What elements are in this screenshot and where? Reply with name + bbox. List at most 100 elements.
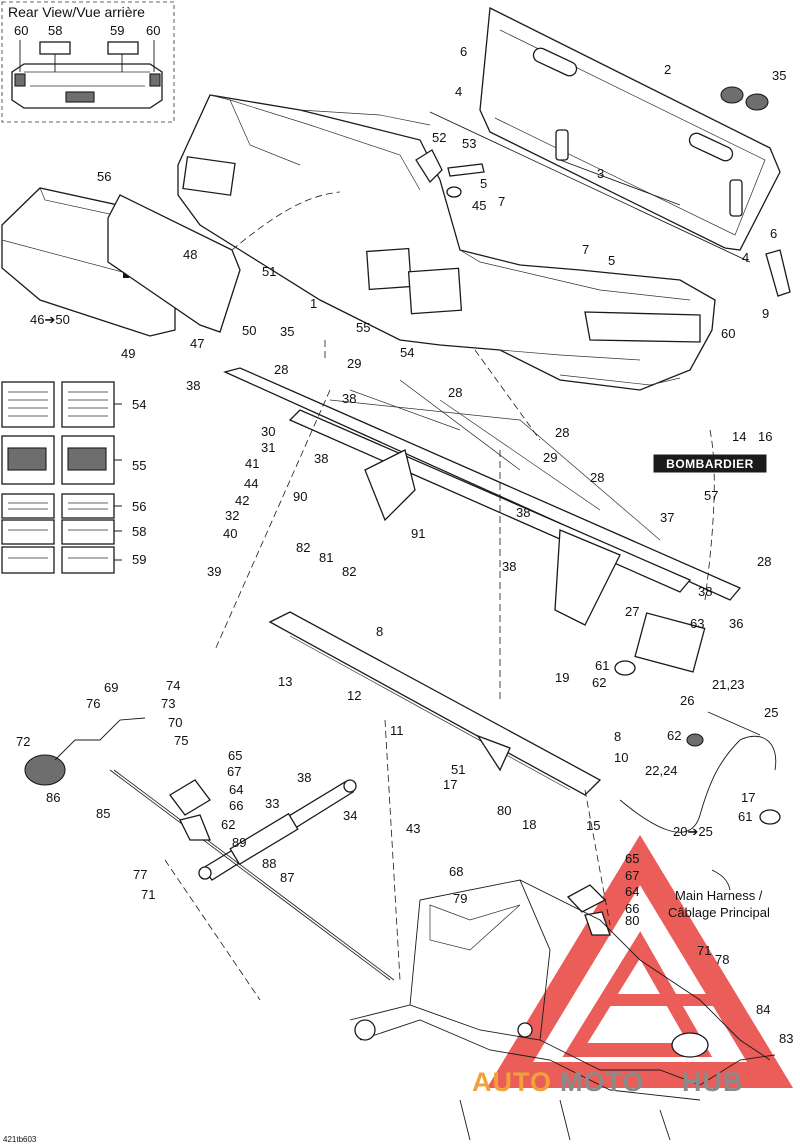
- callout-label: 10: [614, 750, 628, 765]
- callout-label: 76: [86, 696, 100, 711]
- callout-label: 26: [680, 693, 694, 708]
- mount-bracket-right: [554, 529, 621, 626]
- harness-label: Main Harness /: [675, 888, 763, 903]
- rear-view-callout: 58: [48, 23, 62, 38]
- callout-label: 28: [274, 362, 288, 377]
- callout-label: 54: [400, 345, 414, 360]
- callout-label: 28: [757, 554, 771, 569]
- callout-label: 12: [347, 688, 361, 703]
- rear-view-callout: 60: [146, 23, 160, 38]
- grip-handle-72: [24, 717, 146, 786]
- callout-label: 42: [235, 493, 249, 508]
- callout-label: 57: [704, 488, 718, 503]
- cup-holder-52: [415, 149, 443, 184]
- callout-label: 38: [186, 378, 200, 393]
- callout-label: 61: [738, 809, 752, 824]
- module-26: [634, 612, 706, 673]
- callout-label: 28: [555, 425, 569, 440]
- callout-label: 79: [453, 891, 467, 906]
- tailgate: [429, 6, 781, 263]
- decal-55-plate: [366, 247, 412, 291]
- callout-label: 61: [595, 658, 609, 673]
- plug-35: [720, 86, 744, 104]
- callout-label: 17: [443, 777, 457, 792]
- callout-label: 38: [502, 559, 516, 574]
- mount-bracket: [364, 449, 416, 522]
- callout-label: 27: [625, 604, 639, 619]
- plug-35: [745, 93, 769, 111]
- callout-label: 80: [497, 803, 511, 818]
- harness-label: Câblage Principal: [668, 905, 770, 920]
- callout-label: 28: [590, 470, 604, 485]
- callout-label: 55: [132, 458, 146, 473]
- decal-56a: [1, 493, 55, 519]
- callout-label: 71: [697, 943, 711, 958]
- callout-label: 18: [522, 817, 536, 832]
- drawing-number: 421tb603: [3, 1135, 37, 1144]
- callout-label: 38: [297, 770, 311, 785]
- harness-cable: [619, 735, 777, 833]
- callout-label: 80: [625, 913, 639, 928]
- latch-53: [447, 163, 485, 177]
- chassis-frame: [349, 879, 776, 1141]
- crossmember-11-body: [268, 611, 602, 796]
- callout-label: 45: [472, 198, 486, 213]
- callout-label: 66: [625, 901, 639, 916]
- callout-label: 52: [432, 130, 446, 145]
- callout-label: 35: [772, 68, 786, 83]
- rear-box-latch: [65, 91, 95, 103]
- cargo-box: [177, 94, 716, 391]
- callout-label: 69: [104, 680, 118, 695]
- callout-label: 20➔25: [673, 824, 713, 839]
- callout-label: 38: [698, 584, 712, 599]
- callout-label: 84: [756, 1002, 770, 1017]
- panel-47: [107, 194, 241, 333]
- callout-label: 21,23: [712, 677, 745, 692]
- harness-20-25: [614, 612, 781, 833]
- callout-label: 64: [625, 884, 639, 899]
- callout-label: 38: [342, 391, 356, 406]
- watermark-triangle-outer: [486, 834, 794, 1088]
- callout-label: 15: [586, 818, 600, 833]
- callout-label: 81: [319, 550, 333, 565]
- callout-label: 50: [242, 323, 256, 338]
- decal-56-plate: [182, 156, 236, 196]
- grommet-45: [446, 186, 462, 198]
- decal-sheet: [1, 381, 122, 574]
- callout-label: 1: [310, 296, 317, 311]
- callout-label: 36: [729, 616, 743, 631]
- tailgate-cable: [559, 159, 681, 206]
- callout-label: 89: [232, 835, 246, 850]
- rear-view-title: Rear View/Vue arrière: [8, 4, 145, 20]
- callout-label: 56: [97, 169, 111, 184]
- tailgate-hinge: [555, 129, 569, 161]
- callout-label: 31: [261, 440, 275, 455]
- callout-label: 60: [721, 326, 735, 341]
- callout-label: 6: [770, 226, 777, 241]
- callout-label: 6: [460, 44, 467, 59]
- callout-label: 7: [582, 242, 589, 257]
- callout-label: 35: [280, 324, 294, 339]
- callout-label: 74: [166, 678, 180, 693]
- callout-label: 14: [732, 429, 746, 444]
- callout-label: 62: [592, 675, 606, 690]
- callout-label: 55: [356, 320, 370, 335]
- callout-label: 32: [225, 508, 239, 523]
- callout-label: 71: [141, 887, 155, 902]
- rod-85: [109, 769, 391, 981]
- callout-label: 33: [265, 796, 279, 811]
- decal-59-swatch: [107, 41, 139, 55]
- callout-label: 5: [608, 253, 615, 268]
- callout-label: 11: [390, 723, 404, 738]
- bracket-64-left: [169, 779, 211, 841]
- panel-47-outline: [107, 194, 241, 333]
- watermark-text-auto: AUTO: [472, 1067, 552, 1097]
- callout-label: 39: [207, 564, 221, 579]
- callout-label: 90: [293, 489, 307, 504]
- callout-label: 38: [516, 505, 530, 520]
- callout-label: 82: [342, 564, 356, 579]
- callout-label: 88: [262, 856, 276, 871]
- hinge-rod: [429, 111, 751, 263]
- callout-label: 28: [448, 385, 462, 400]
